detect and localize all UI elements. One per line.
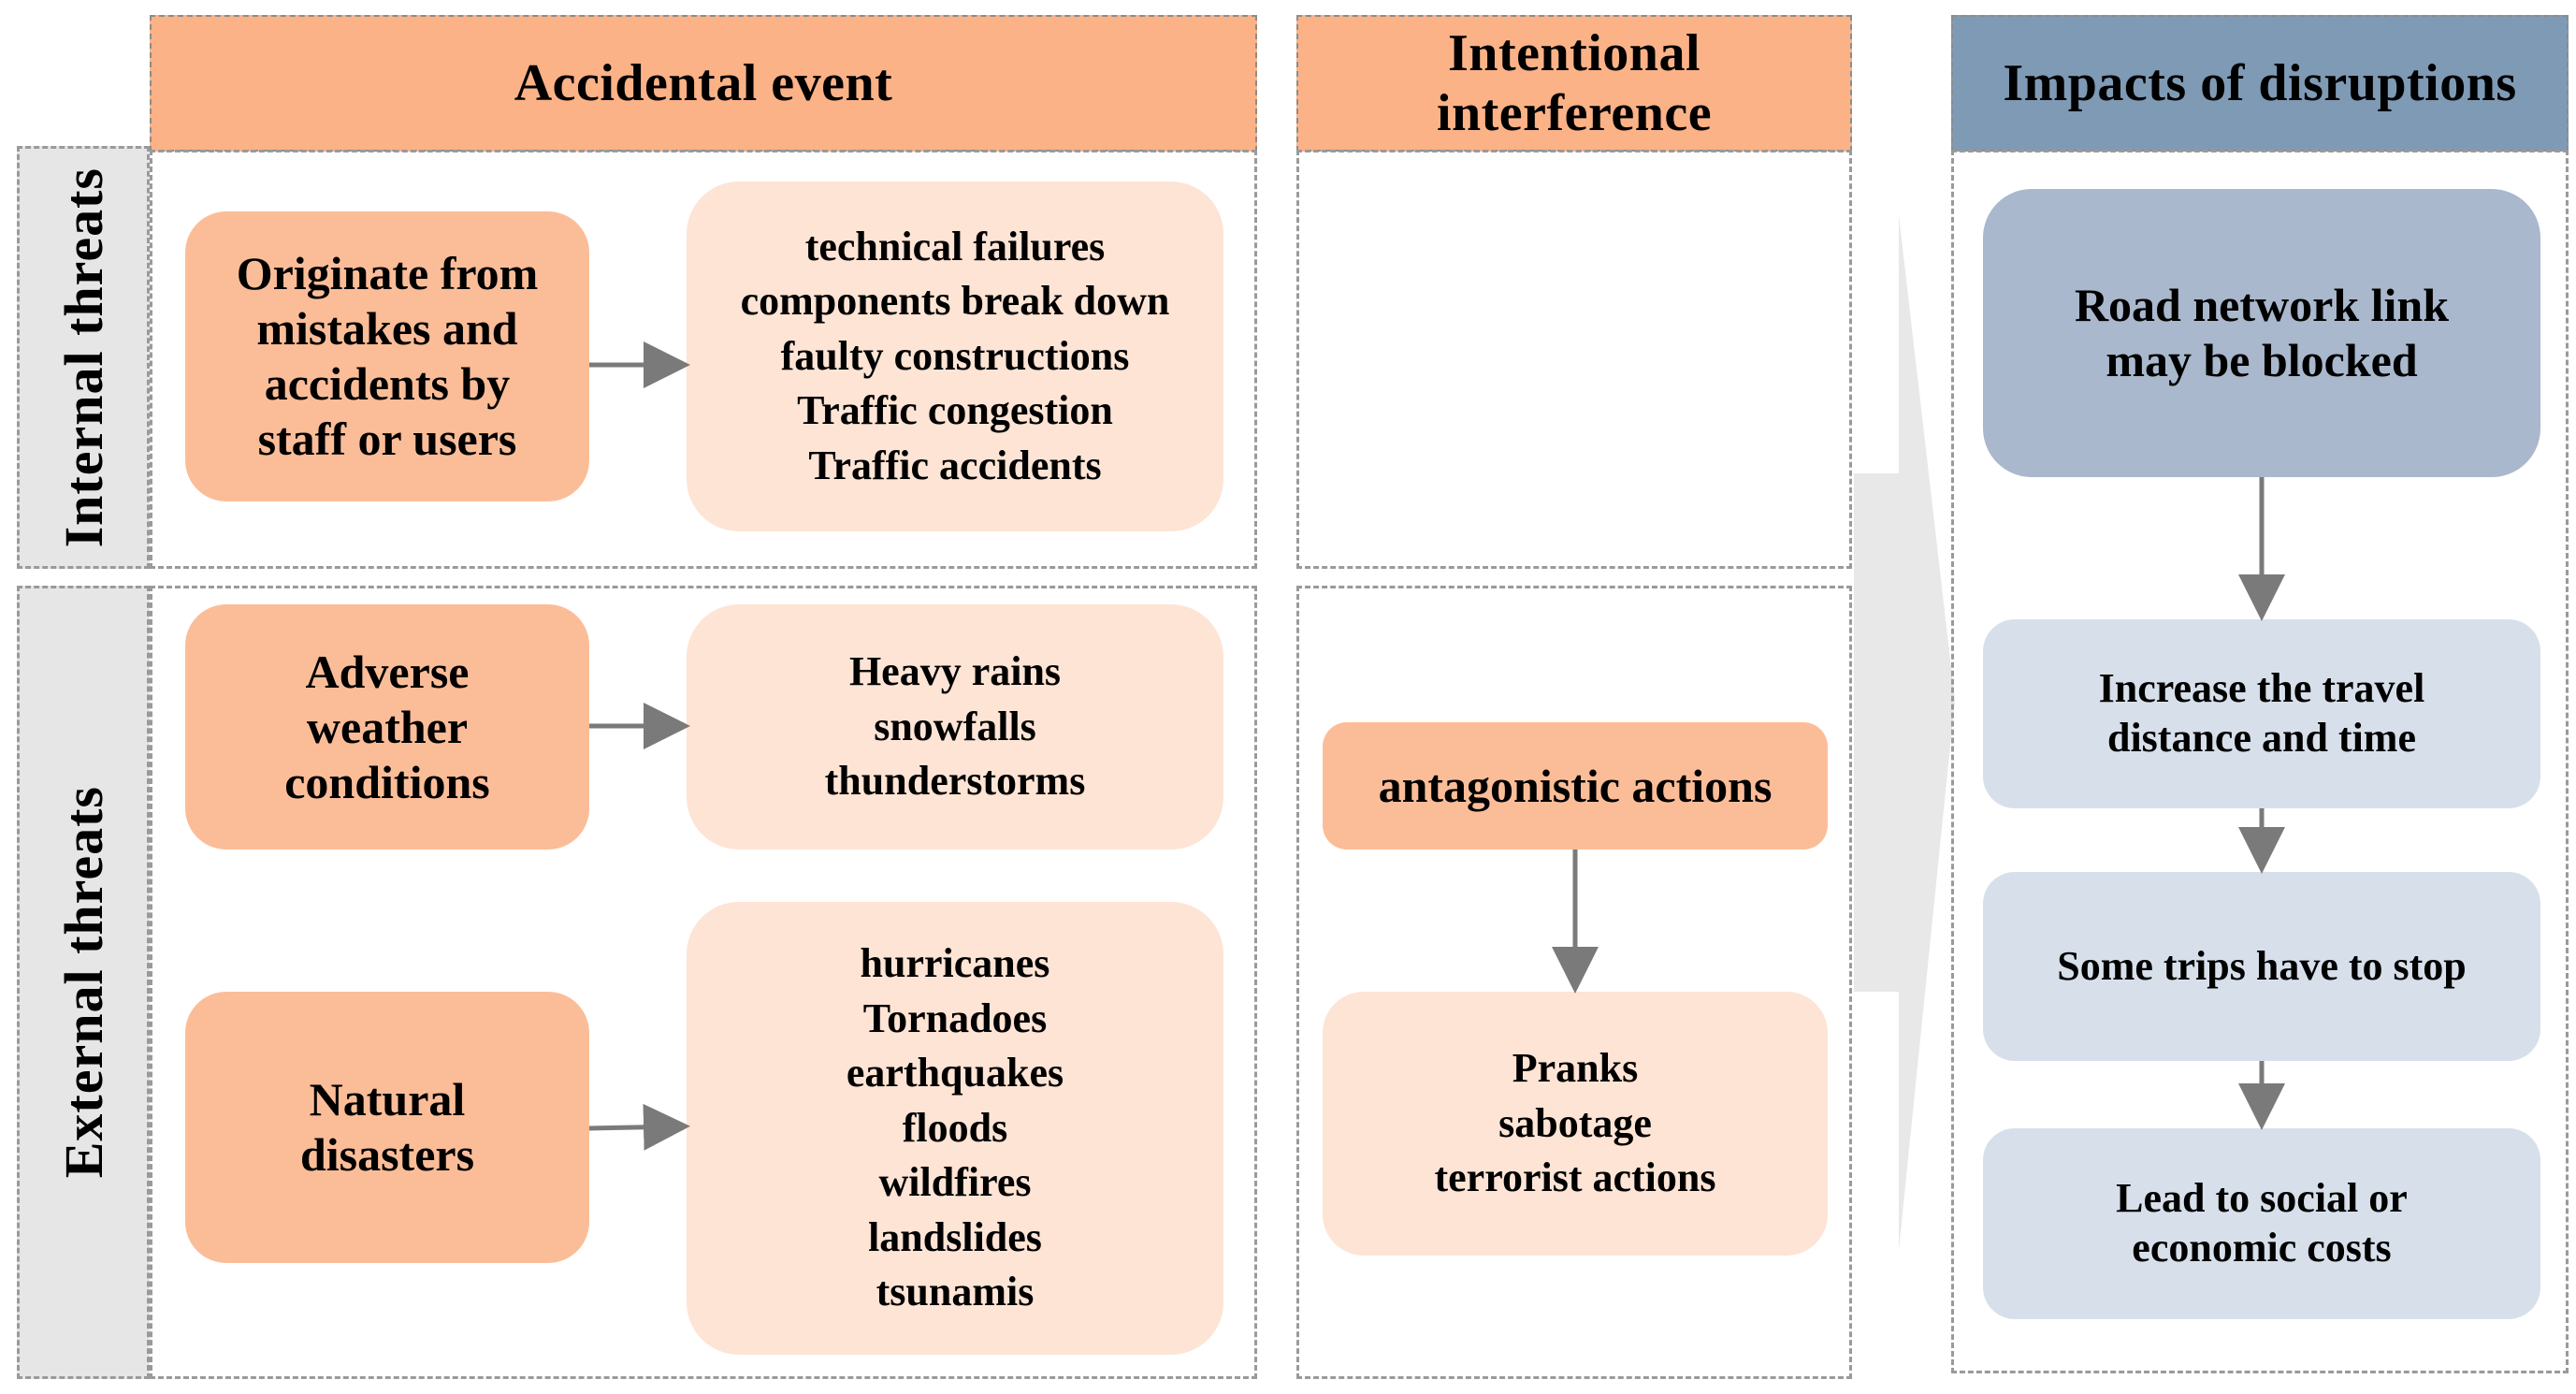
internal-examples-text: technical failures components break down… bbox=[740, 223, 1170, 488]
weather-examples-text: Heavy rains snowfalls thunderstorms bbox=[824, 648, 1086, 805]
intentional-interference-header: Intentional interference bbox=[1296, 15, 1852, 152]
intentional-examples-box: Pranks sabotage terrorist actions bbox=[1323, 992, 1828, 1256]
impacts-header: Impacts of disruptions bbox=[1951, 15, 2569, 152]
accidental-external-panel bbox=[150, 586, 1257, 1379]
natural-cause-box: Natural disasters bbox=[185, 992, 589, 1263]
impact-step1-box: Road network link may be blocked bbox=[1983, 189, 2540, 477]
weather-cause-text: Adverse weather conditions bbox=[284, 645, 490, 808]
natural-examples-box: hurricanes Tornadoes earthquakes floods … bbox=[687, 902, 1223, 1355]
weather-examples-box: Heavy rains snowfalls thunderstorms bbox=[687, 604, 1223, 849]
intentional-examples-text: Pranks sabotage terrorist actions bbox=[1434, 1045, 1716, 1201]
impact-step2-box: Increase the travel distance and time bbox=[1983, 619, 2540, 808]
internal-threats-panel: Internal threats bbox=[17, 146, 150, 569]
impact-step3-box: Some trips have to stop bbox=[1983, 872, 2540, 1061]
impact-step3-text: Some trips have to stop bbox=[2057, 942, 2467, 989]
impacts-panel bbox=[1951, 150, 2569, 1373]
impact-step2-text: Increase the travel distance and time bbox=[2098, 665, 2425, 761]
impact-step4-box: Lead to social or economic costs bbox=[1983, 1128, 2540, 1319]
intentional-internal-panel bbox=[1296, 150, 1852, 569]
natural-examples-text: hurricanes Tornadoes earthquakes floods … bbox=[846, 940, 1064, 1315]
intentional-interference-header-text: Intentional interference bbox=[1436, 23, 1713, 142]
antagonistic-actions-box: antagonistic actions bbox=[1323, 722, 1828, 849]
external-threats-panel: External threats bbox=[17, 586, 150, 1379]
impact-step4-text: Lead to social or economic costs bbox=[2116, 1175, 2408, 1271]
impacts-header-text: Impacts of disruptions bbox=[2003, 53, 2517, 112]
intentional-external-panel bbox=[1296, 586, 1852, 1379]
accidental-internal-panel bbox=[150, 150, 1257, 569]
natural-cause-text: Natural disasters bbox=[299, 1073, 475, 1181]
antagonistic-actions-text: antagonistic actions bbox=[1378, 759, 1773, 812]
accidental-event-header-text: Accidental event bbox=[514, 53, 893, 112]
arrow-natural-cause-to-examples bbox=[588, 1103, 690, 1151]
internal-cause-box: Originate from mistakes and accidents by… bbox=[185, 211, 589, 501]
weather-cause-box: Adverse weather conditions bbox=[185, 604, 589, 849]
internal-examples-box: technical failures components break down… bbox=[687, 182, 1223, 531]
big-flow-arrow bbox=[1854, 215, 1955, 1250]
impact-step1-text: Road network link may be blocked bbox=[2074, 279, 2450, 386]
internal-cause-text: Originate from mistakes and accidents by… bbox=[236, 247, 539, 465]
